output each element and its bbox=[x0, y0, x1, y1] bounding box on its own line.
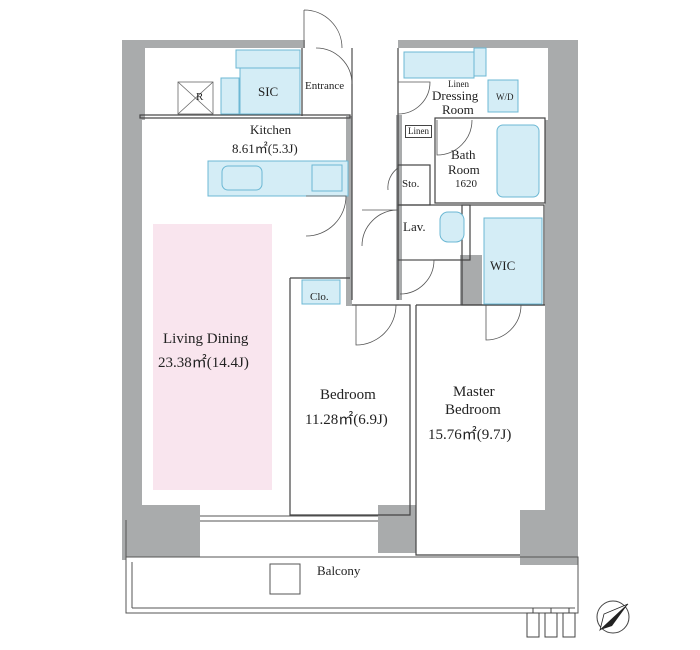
living-floor bbox=[153, 224, 272, 490]
lav-door bbox=[361, 209, 399, 247]
closet-label: Clo. bbox=[310, 291, 329, 303]
bath-line-3: 1620 bbox=[455, 178, 477, 190]
wd-box bbox=[487, 79, 519, 113]
dressing-line-2: Room bbox=[442, 102, 474, 117]
bottom-right-pier bbox=[520, 510, 578, 565]
wd-label: W/D bbox=[496, 92, 514, 102]
refrigerator-label: R bbox=[196, 91, 204, 103]
wic-label: WIC bbox=[490, 258, 516, 273]
corridor-door bbox=[399, 259, 435, 295]
dressing-counter bbox=[403, 51, 475, 79]
storage-label: Sto. bbox=[402, 178, 420, 190]
bath-line-1: Bath bbox=[451, 147, 476, 162]
door-swings bbox=[303, 9, 522, 346]
exterior-walls bbox=[122, 40, 578, 565]
kitchen-name: Kitchen bbox=[250, 122, 292, 137]
linen-shelf bbox=[473, 47, 487, 77]
entrance-door bbox=[303, 9, 343, 49]
lavatory-label: Lav. bbox=[403, 219, 426, 234]
column-kitchen bbox=[346, 116, 352, 306]
dressing-line-1: Dressing bbox=[432, 88, 479, 103]
master-name-2: Bedroom bbox=[445, 402, 501, 418]
left-wall bbox=[122, 40, 200, 560]
sic-shelf-right bbox=[239, 67, 301, 115]
partition-bath bbox=[396, 115, 402, 300]
sto-door bbox=[387, 167, 399, 191]
closet-shelf bbox=[301, 279, 341, 305]
north-arrow bbox=[596, 600, 630, 634]
outdoor-units bbox=[526, 608, 576, 638]
right-wall bbox=[520, 40, 578, 560]
interior-lines bbox=[139, 48, 546, 556]
master-door bbox=[485, 304, 522, 341]
master-name-1: Master bbox=[453, 384, 495, 400]
top-wall-right bbox=[398, 40, 578, 48]
bathtub bbox=[496, 124, 540, 198]
partition-corridor bbox=[460, 255, 482, 305]
linen-bottom-label: Linen bbox=[405, 125, 432, 138]
refrigerator-box bbox=[177, 81, 214, 115]
bedroom-name: Bedroom bbox=[320, 387, 376, 403]
master-area: 15.76㎡(9.7J) bbox=[428, 427, 512, 443]
bottom-left-pier bbox=[126, 505, 200, 557]
balcony bbox=[125, 515, 579, 614]
stove bbox=[311, 164, 343, 192]
entrance-door-inner bbox=[315, 47, 353, 85]
bath-line-2: Room bbox=[448, 162, 480, 177]
sic-shelf-left bbox=[220, 77, 240, 115]
sink bbox=[221, 165, 263, 191]
kitchen-area: 8.61㎡(5.3J) bbox=[232, 141, 298, 156]
balcony-label: Balcony bbox=[317, 563, 361, 578]
living-name: Living Dining bbox=[163, 331, 249, 347]
living-area: 23.38㎡(14.4J) bbox=[158, 355, 249, 371]
bath-door bbox=[436, 119, 473, 156]
lav-basin bbox=[439, 211, 465, 243]
dressing-door bbox=[397, 81, 431, 115]
entrance-label: Entrance bbox=[305, 80, 345, 92]
kitchen-door bbox=[305, 195, 347, 237]
bedroom-door bbox=[355, 304, 397, 346]
fixtures bbox=[207, 47, 543, 305]
wic-rack bbox=[483, 217, 543, 305]
linen-top-label: Linen bbox=[448, 79, 469, 89]
balcony-hatch bbox=[269, 563, 301, 595]
sic-label: SIC bbox=[258, 84, 279, 99]
top-wall-left bbox=[122, 40, 304, 48]
bedroom-area: 11.28㎡(6.9J) bbox=[305, 412, 388, 428]
sic-shelf-top bbox=[235, 49, 301, 69]
